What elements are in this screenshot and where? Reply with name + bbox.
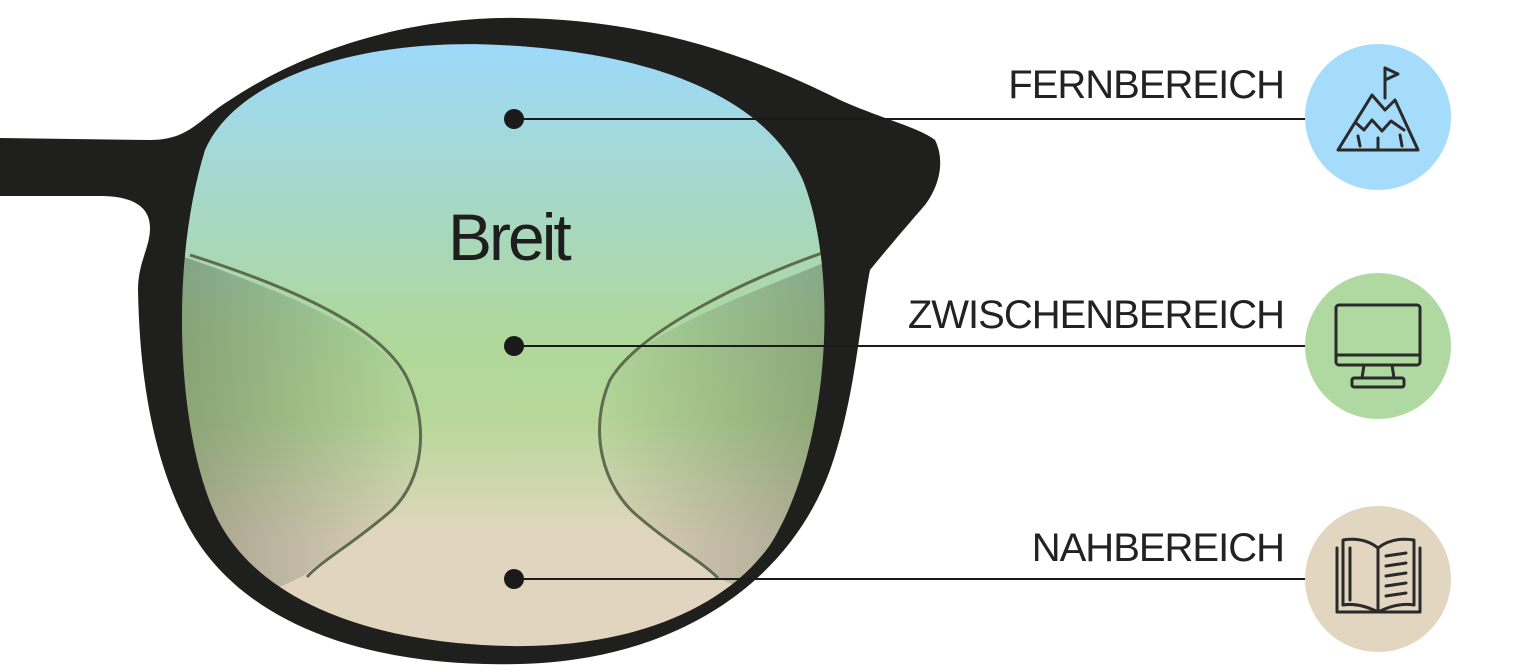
nah-point bbox=[504, 569, 524, 589]
zwischen-label: ZWISCHENBEREICH bbox=[908, 293, 1284, 337]
fern-point bbox=[504, 109, 524, 129]
zwischen-icon-badge bbox=[1305, 273, 1451, 419]
zwischen-point bbox=[504, 336, 524, 356]
fern-label: FERNBEREICH bbox=[1008, 63, 1284, 107]
nah-label: NAHBEREICH bbox=[1032, 526, 1284, 570]
nah-icon-badge bbox=[1305, 506, 1451, 652]
lens-label: Breit bbox=[448, 200, 571, 274]
fern-icon-badge bbox=[1305, 44, 1451, 190]
